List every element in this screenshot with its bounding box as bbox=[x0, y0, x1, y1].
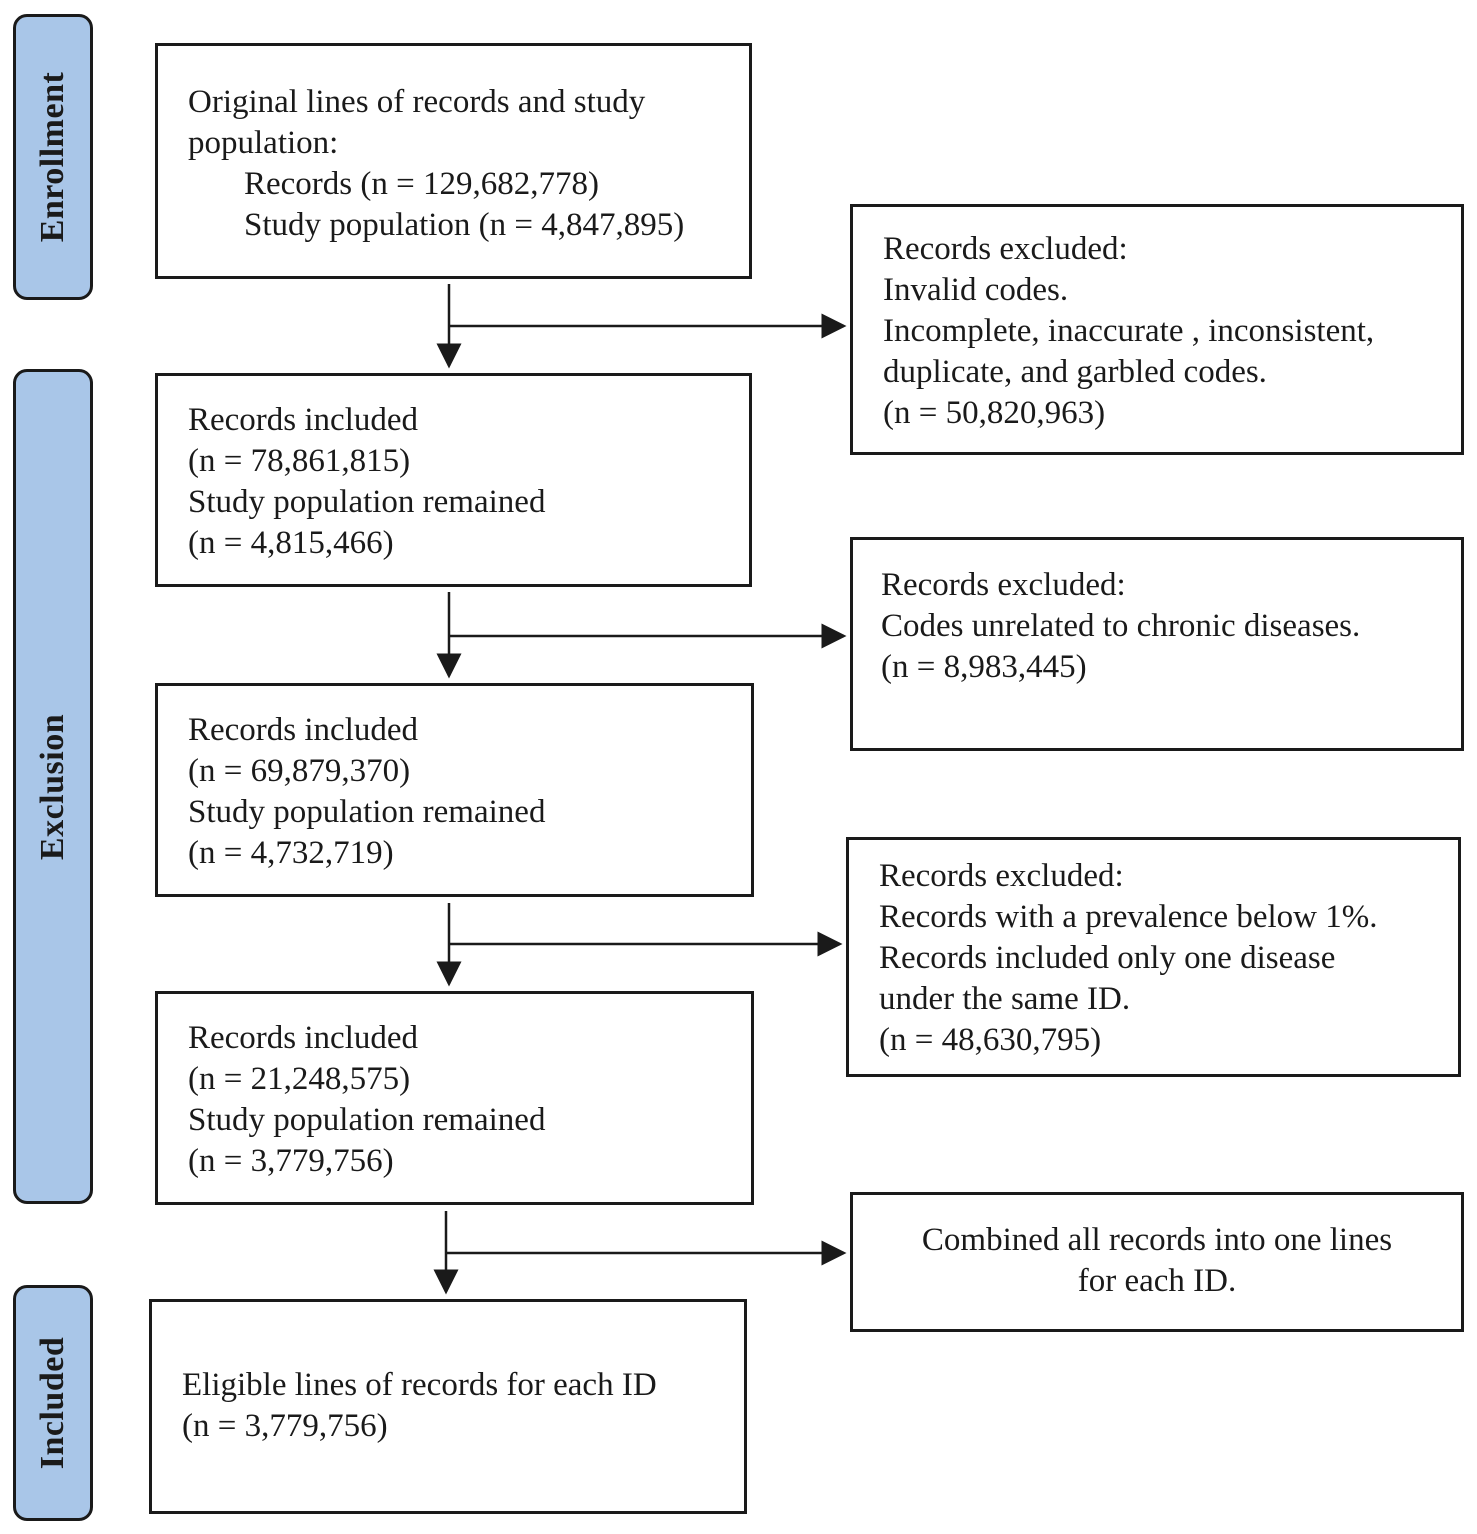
box-combined-records: Combined all records into one lines for … bbox=[850, 1192, 1464, 1332]
box-eligible-line2: (n = 3,779,756) bbox=[182, 1408, 388, 1444]
box-step2-line1: Records included bbox=[188, 712, 419, 748]
box-records-included-1: Records included (n = 78,861,815) Study … bbox=[155, 373, 752, 587]
box-step1-line2: (n = 78,861,815) bbox=[188, 443, 411, 479]
box-original-line2: population: bbox=[188, 125, 339, 161]
box-records-excluded-3: Records excluded: Records with a prevale… bbox=[846, 837, 1461, 1077]
box-step3-line3: Study population remained bbox=[188, 1102, 546, 1138]
box-excl3-line2: Records with a prevalence below 1%. bbox=[879, 899, 1378, 935]
box-excl3-line5: (n = 48,630,795) bbox=[879, 1022, 1102, 1058]
box-original-records: Original lines of records and study popu… bbox=[155, 43, 752, 279]
box-excl2-line3: (n = 8,983,445) bbox=[881, 649, 1087, 685]
phase-enrollment: Enrollment bbox=[13, 14, 93, 300]
box-original-line1: Original lines of records and study bbox=[188, 84, 646, 120]
box-records-excluded-2: Records excluded: Codes unrelated to chr… bbox=[850, 537, 1464, 751]
box-excl3-line4: under the same ID. bbox=[879, 981, 1131, 1017]
box-excl3-line3: Records included only one disease bbox=[879, 940, 1336, 976]
box-excl1-line5: (n = 50,820,963) bbox=[883, 395, 1106, 431]
box-step3-line2: (n = 21,248,575) bbox=[188, 1061, 411, 1097]
box-combine-line2: for each ID. bbox=[1077, 1263, 1237, 1299]
phase-exclusion: Exclusion bbox=[13, 369, 93, 1204]
box-eligible-line1: Eligible lines of records for each ID bbox=[182, 1367, 657, 1403]
box-step1-line3: Study population remained bbox=[188, 484, 546, 520]
box-excl1-line1: Records excluded: bbox=[883, 231, 1128, 267]
box-records-included-2: Records included (n = 69,879,370) Study … bbox=[155, 683, 754, 897]
box-excl3-line1: Records excluded: bbox=[879, 858, 1124, 894]
box-original-line4: Study population (n = 4,847,895) bbox=[244, 207, 685, 243]
box-excl2-line1: Records excluded: bbox=[881, 567, 1126, 603]
box-step2-line2: (n = 69,879,370) bbox=[188, 753, 411, 789]
box-combine-line1: Combined all records into one lines bbox=[921, 1222, 1393, 1258]
box-step3-line1: Records included bbox=[188, 1020, 419, 1056]
phase-included: Included bbox=[13, 1285, 93, 1521]
box-records-included-3: Records included (n = 21,248,575) Study … bbox=[155, 991, 754, 1205]
box-step3-line4: (n = 3,779,756) bbox=[188, 1143, 394, 1179]
box-step1-line4: (n = 4,815,466) bbox=[188, 525, 394, 561]
box-eligible-records: Eligible lines of records for each ID (n… bbox=[149, 1299, 747, 1514]
box-original-line3: Records (n = 129,682,778) bbox=[244, 166, 599, 202]
box-excl2-line2: Codes unrelated to chronic diseases. bbox=[881, 608, 1361, 644]
box-step2-line3: Study population remained bbox=[188, 794, 546, 830]
box-excl1-line2: Invalid codes. bbox=[883, 272, 1069, 308]
box-excl1-line4: duplicate, and garbled codes. bbox=[883, 354, 1267, 390]
box-records-excluded-1: Records excluded: Invalid codes. Incompl… bbox=[850, 204, 1464, 455]
box-step2-line4: (n = 4,732,719) bbox=[188, 835, 394, 871]
box-step1-line1: Records included bbox=[188, 402, 419, 438]
box-excl1-line3: Incomplete, inaccurate , inconsistent, bbox=[883, 313, 1375, 349]
